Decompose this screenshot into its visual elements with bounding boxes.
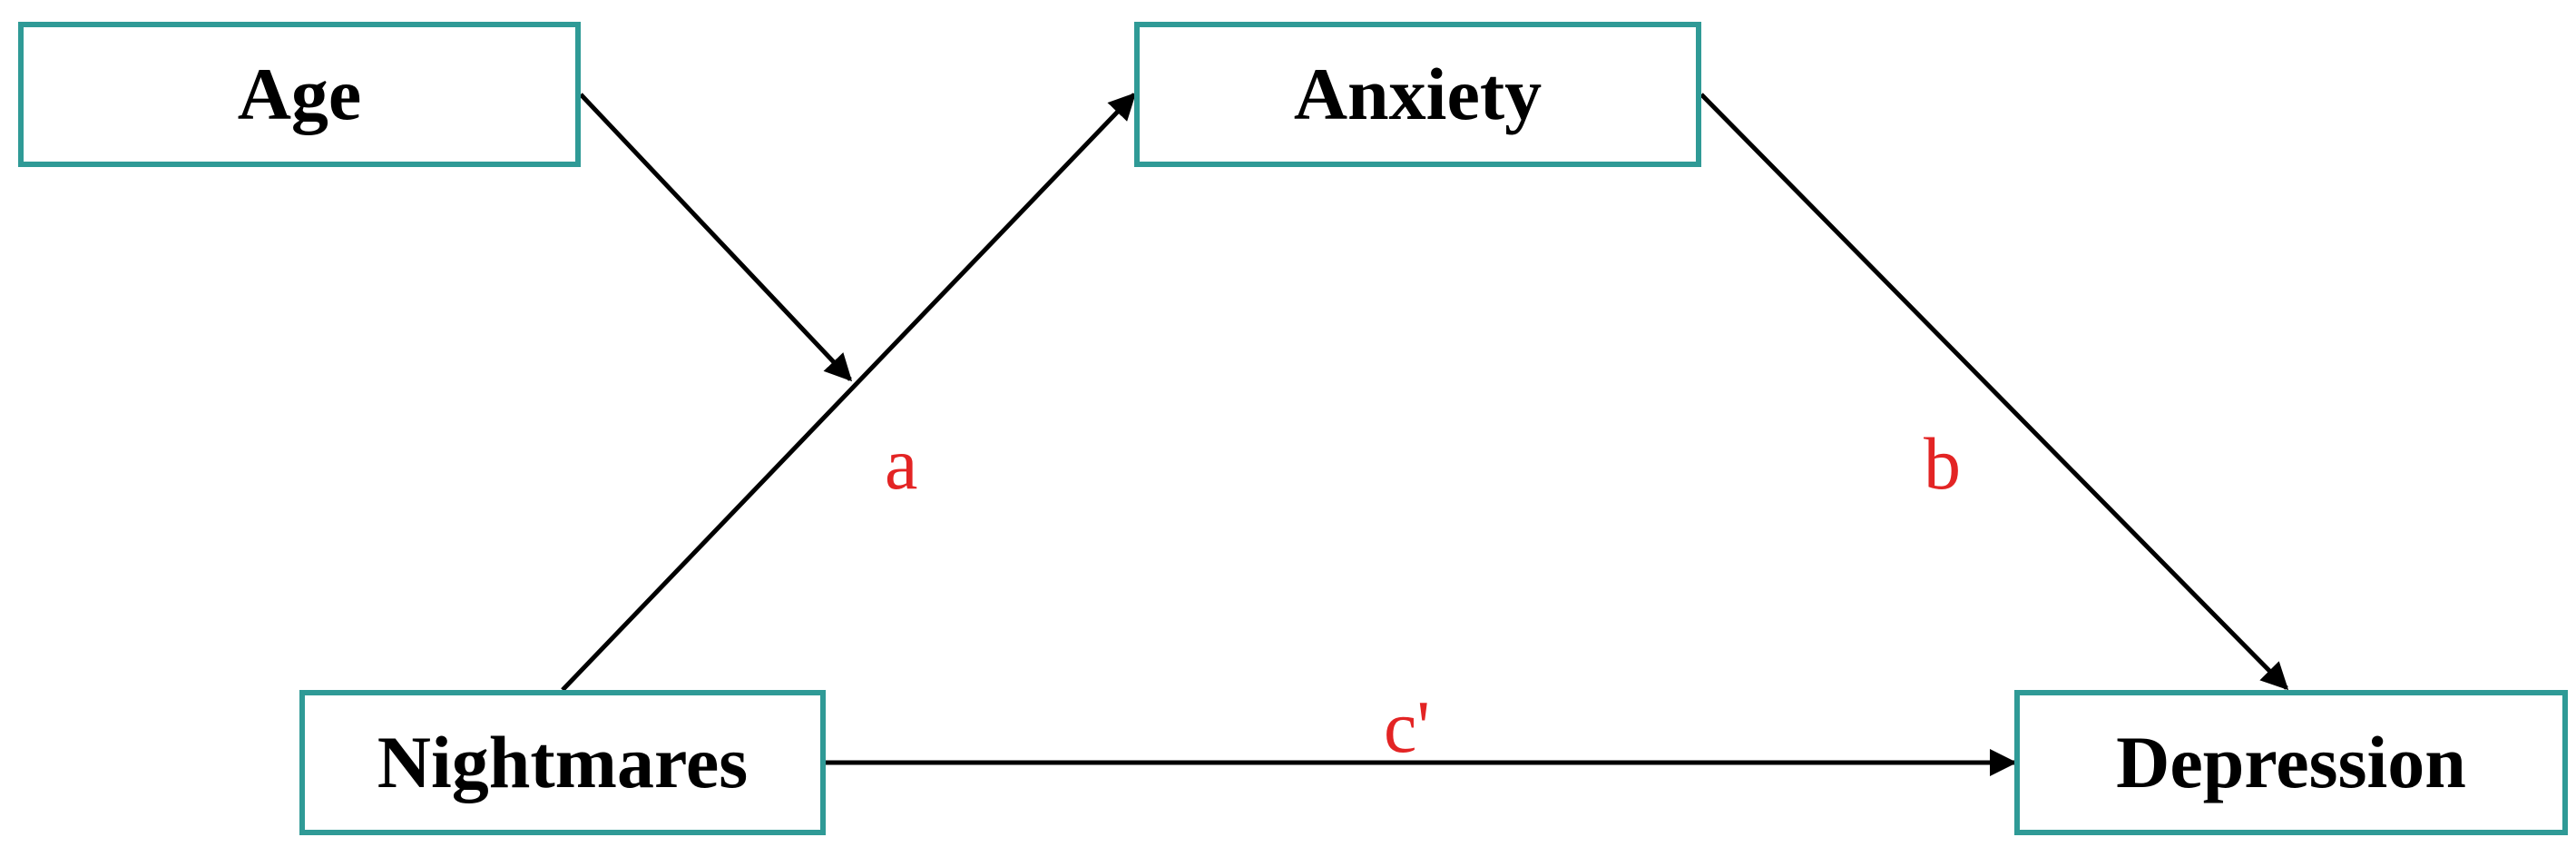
path-a-label: a (885, 422, 918, 505)
node-nightmares-label: Nightmares (377, 721, 749, 803)
node-age: Age (18, 22, 581, 167)
path-b-label: b (1924, 422, 1961, 505)
node-anxiety: Anxiety (1134, 22, 1701, 167)
path-c-prime-label: c' (1384, 685, 1431, 768)
edge-nightmares-to-anxiety (561, 92, 1137, 692)
node-depression-label: Depression (2116, 721, 2466, 803)
edge-age-moderation (579, 93, 853, 382)
node-depression: Depression (2014, 690, 2568, 835)
node-age-label: Age (237, 53, 362, 135)
edge-anxiety-to-depression (1699, 93, 2289, 691)
node-anxiety-label: Anxiety (1293, 53, 1543, 135)
node-nightmares: Nightmares (299, 690, 826, 835)
